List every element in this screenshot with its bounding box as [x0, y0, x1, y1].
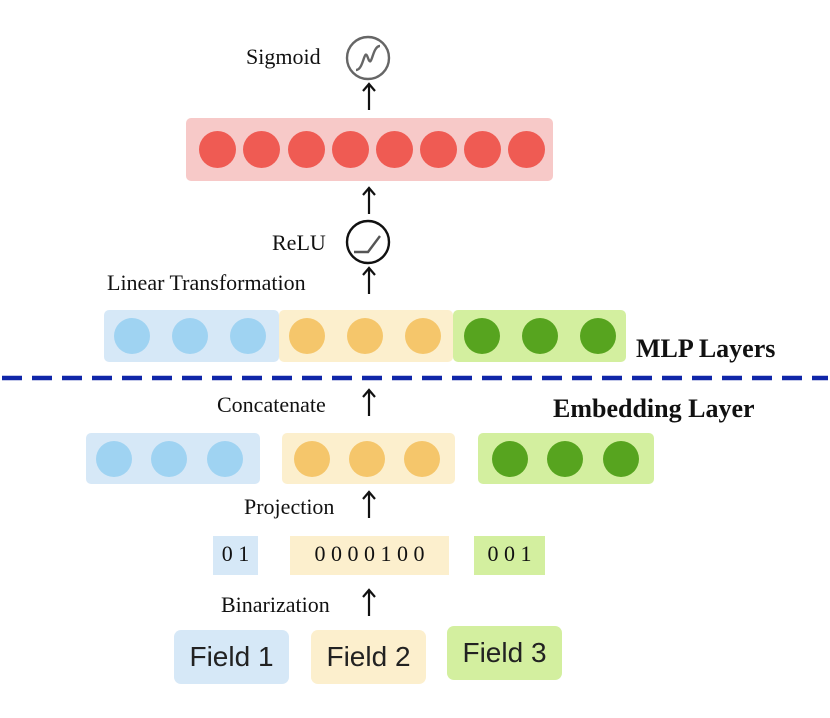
arrow-up-icon	[362, 186, 376, 214]
binary-code-field1: 0 1	[213, 536, 258, 575]
field-2-box: Field 2	[311, 630, 426, 684]
blue-node	[207, 441, 243, 477]
relu-icon	[345, 219, 391, 265]
output-node	[288, 131, 325, 168]
blue-node	[114, 318, 150, 354]
arrow-up-icon	[362, 266, 376, 294]
green-node	[547, 441, 583, 477]
yellow-node	[404, 441, 440, 477]
sigmoid-icon	[345, 35, 391, 81]
green-node	[603, 441, 639, 477]
binarization-label: Binarization	[221, 592, 330, 617]
yellow-node	[349, 441, 385, 477]
output-node	[508, 131, 545, 168]
output-node	[464, 131, 501, 168]
relu-label: ReLU	[272, 230, 326, 255]
green-node	[522, 318, 558, 354]
binary-code-field3: 0 0 1	[474, 536, 545, 575]
arrow-up-icon	[362, 388, 376, 416]
linear-transformation-label: Linear Transformation	[107, 270, 306, 295]
yellow-node	[289, 318, 325, 354]
arrow-up-icon	[362, 490, 376, 518]
yellow-node	[347, 318, 383, 354]
field-1-box: Field 1	[174, 630, 289, 684]
output-node	[243, 131, 280, 168]
output-node	[332, 131, 369, 168]
concatenate-label: Concatenate	[217, 392, 326, 417]
blue-node	[172, 318, 208, 354]
green-node	[580, 318, 616, 354]
blue-node	[230, 318, 266, 354]
embedding-layer-heading: Embedding Layer	[553, 394, 755, 423]
field-3-box: Field 3	[447, 626, 562, 680]
mlp-layers-heading: MLP Layers	[636, 334, 776, 363]
blue-node	[96, 441, 132, 477]
section-divider	[2, 375, 828, 381]
blue-node	[151, 441, 187, 477]
output-node	[376, 131, 413, 168]
binary-code-field2: 0 0 0 0 1 0 0	[290, 536, 449, 575]
arrow-up-icon	[362, 82, 376, 110]
output-node	[199, 131, 236, 168]
green-node	[492, 441, 528, 477]
projection-label: Projection	[244, 494, 335, 519]
green-node	[464, 318, 500, 354]
output-node	[420, 131, 457, 168]
sigmoid-label: Sigmoid	[246, 44, 321, 69]
arrow-up-icon	[362, 588, 376, 616]
yellow-node	[294, 441, 330, 477]
yellow-node	[405, 318, 441, 354]
